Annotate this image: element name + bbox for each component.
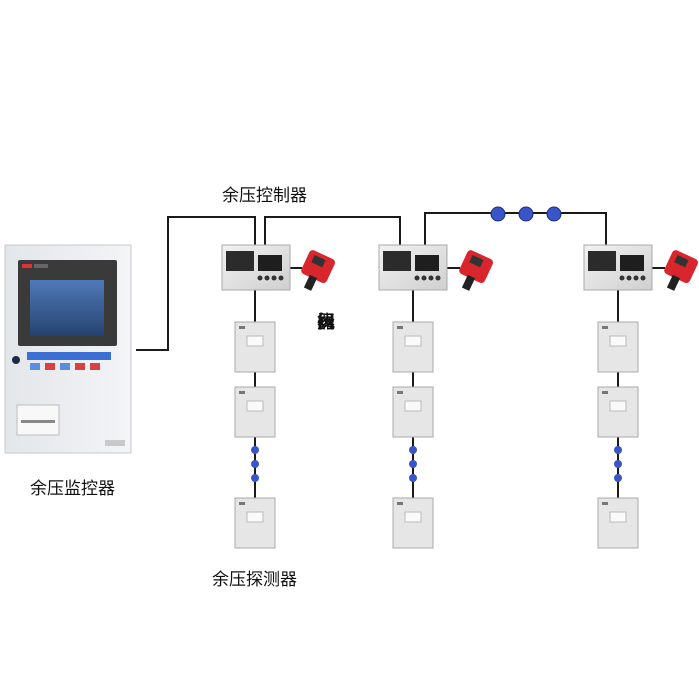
bus-continuation-dots	[490, 206, 562, 222]
chain-dot	[409, 446, 417, 454]
monitor-to-controller-line	[136, 216, 256, 351]
chain-dot	[409, 460, 417, 468]
actuator-label-char: 风	[317, 312, 335, 333]
detector-icon	[597, 386, 639, 438]
detector-icon	[392, 386, 434, 438]
chain-dot	[251, 474, 259, 482]
chain-dot	[409, 474, 417, 482]
chain-dot	[614, 460, 622, 468]
controller-3-icon	[583, 244, 653, 291]
damper-actuator-2-icon	[459, 250, 493, 291]
controller-label: 余压控制器	[222, 186, 307, 206]
detector-icon	[234, 386, 276, 438]
monitor-label: 余压监控器	[30, 479, 115, 499]
actuator-label-char: 器	[317, 312, 335, 333]
detector-column-1	[234, 321, 276, 549]
chain-dot	[251, 460, 259, 468]
detector-icon	[392, 497, 434, 549]
controller-2-to-3-line	[424, 212, 607, 245]
detector-icon	[597, 321, 639, 373]
actuator-label-char: 执	[317, 312, 335, 333]
detector-column-2	[392, 321, 434, 549]
actuator-label-char: 行	[317, 312, 335, 333]
bus-dot	[546, 206, 562, 222]
detector-column-3	[597, 321, 639, 549]
controller-2-icon	[378, 244, 448, 291]
chain-dot	[614, 474, 622, 482]
detector-icon	[392, 321, 434, 373]
actuator-label-char: 阀	[317, 312, 335, 333]
bus-dot	[518, 206, 534, 222]
controller-1-icon	[221, 244, 291, 291]
controller-1-to-2-line	[264, 216, 401, 245]
bus-dot	[490, 206, 506, 222]
detector-icon	[234, 321, 276, 373]
chain-dot	[251, 446, 259, 454]
detector-label: 余压探测器	[212, 570, 297, 590]
detector-icon	[597, 497, 639, 549]
detector-icon	[234, 497, 276, 549]
damper-actuator-3-icon	[664, 250, 698, 291]
chain-dot	[614, 446, 622, 454]
monitor-cabinet-icon	[4, 244, 132, 454]
damper-actuator-1-icon	[301, 250, 335, 291]
